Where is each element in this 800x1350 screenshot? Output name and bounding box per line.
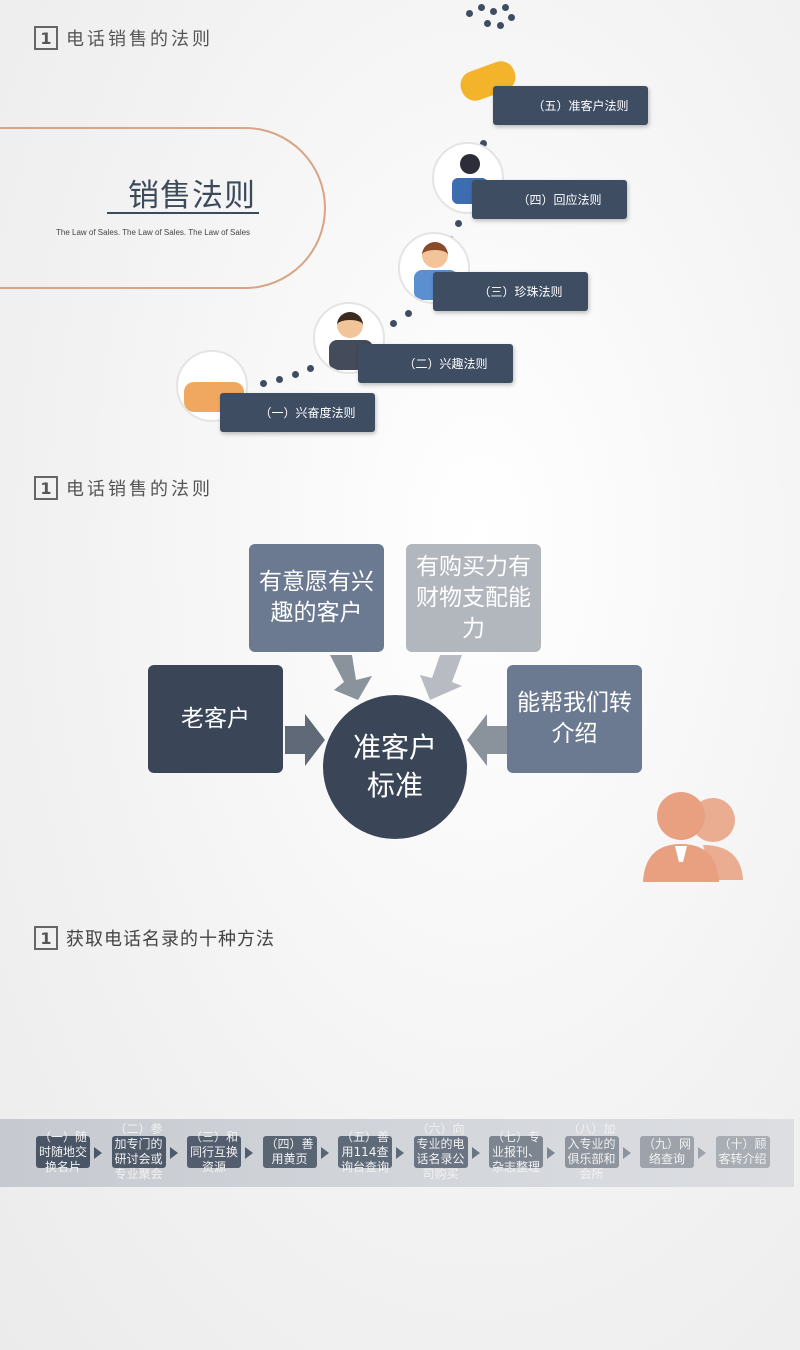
step-1: （一）兴奋度法则 [220, 393, 375, 432]
arrow-right-icon [622, 1147, 631, 1159]
step-2: （二）兴趣法则 [358, 344, 513, 383]
method-label: （一）随时随地交换名片 [38, 1129, 87, 1174]
arrow-right-icon [245, 1147, 253, 1159]
method-box: （一）随时随地交换名片 [36, 1130, 90, 1174]
arrows [285, 655, 507, 766]
section-header: 1 电话销售的法则 [34, 475, 213, 501]
criteria-purchasing-power: 有购买力有财物支配能力 [406, 544, 541, 652]
step-4: （四）回应法则 [472, 180, 627, 219]
method-box: （六）向专业的电话名录公司购买 [413, 1122, 468, 1181]
user-group-icon [643, 792, 743, 882]
method-box: （二）参加专门的研讨会或专业聚会 [111, 1122, 166, 1181]
criteria-referral: 能帮我们转介绍 [507, 665, 642, 773]
arrow-right-icon [94, 1147, 102, 1159]
method-box: （八）加入专业的俱乐部和会所 [564, 1122, 619, 1181]
method-label: （十）顾客转介绍 [718, 1137, 767, 1166]
method-box: （五）善用114查询台查询 [338, 1130, 392, 1174]
title-pill [0, 127, 326, 289]
step-3: （三）珍珠法则 [433, 272, 588, 311]
method-label: （八）加入专业的俱乐部和会所 [567, 1122, 616, 1181]
section-header: 1 电话销售的法则 [34, 25, 213, 51]
slide-subtitle: The Law of Sales. The Law of Sales. The … [56, 228, 251, 237]
method-box: （七）专业报刊、杂志整理 [489, 1130, 543, 1174]
method-label: （二）参加专门的研讨会或专业聚会 [114, 1122, 163, 1181]
arrow-right-icon [547, 1147, 555, 1159]
method-label: （三）和同行互换资源 [189, 1129, 238, 1174]
method-box: （三）和同行互换资源 [187, 1130, 241, 1174]
arrow-right-icon [698, 1147, 706, 1159]
step-5: （五）准客户法则 [493, 86, 648, 125]
method-label: （七）专业报刊、杂志整理 [491, 1129, 540, 1174]
arrow-right-icon [320, 1147, 329, 1159]
header-text: 电话销售的法则 [66, 479, 213, 500]
slide-title: 销售法则 [128, 178, 256, 214]
method-label: （六）向专业的电话名录公司购买 [416, 1122, 465, 1181]
method-label: （四）善用黄页 [265, 1137, 314, 1166]
number-badge: 1 [34, 26, 58, 50]
number-badge: 1 [34, 926, 58, 950]
method-box: （十）顾客转介绍 [715, 1136, 770, 1168]
arrow-right-icon [396, 1147, 404, 1159]
section-header: 1 获取电话名录的十种方法 [34, 925, 275, 951]
header-text: 电话销售的法则 [66, 29, 213, 50]
criteria-interest: 有意愿有兴趣的客户 [249, 544, 384, 652]
arrow-right-icon [471, 1147, 480, 1159]
arrow-right-icon [169, 1147, 178, 1159]
center-circle: 准客户标准 [323, 695, 467, 839]
header-text: 获取电话名录的十种方法 [66, 929, 275, 950]
method-label: （五）善用114查询台查询 [340, 1129, 389, 1174]
method-box: （四）善用黄页 [262, 1136, 317, 1168]
method-box: （九）网络查询 [640, 1136, 694, 1168]
title-underline [107, 212, 259, 214]
criteria-old-customer: 老客户 [148, 665, 283, 773]
number-badge: 1 [34, 476, 58, 500]
method-label: （九）网络查询 [642, 1137, 691, 1166]
